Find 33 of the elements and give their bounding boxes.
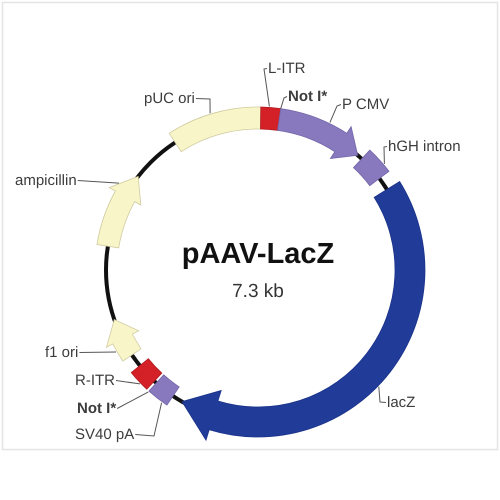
leader-line — [134, 402, 162, 437]
leader-line — [77, 180, 120, 184]
feature-label: SV40 pA — [75, 426, 134, 443]
feature-label: P CMV — [342, 96, 390, 113]
feature-label: Not I* — [288, 88, 328, 105]
leader-line — [195, 98, 211, 114]
origin-segment — [168, 106, 262, 152]
polya-segment — [148, 374, 180, 406]
feature-label: f1 ori — [45, 344, 78, 361]
feature-label: hGH intron — [388, 138, 461, 155]
plasmid-name: pAAV-LacZ — [182, 238, 334, 271]
resistance-feature — [96, 176, 142, 248]
leader-line — [78, 352, 116, 353]
leader-line — [263, 68, 270, 107]
leader-line — [378, 386, 386, 403]
leader-line — [329, 104, 342, 124]
leader-line — [116, 391, 149, 409]
leader-line — [280, 96, 288, 110]
promoter-feature — [277, 108, 358, 159]
feature-label: L-ITR — [268, 60, 306, 77]
feature-label: ampicillin — [15, 172, 77, 189]
leader-line — [116, 380, 140, 384]
origin-feature — [106, 319, 142, 362]
intron-segment — [353, 150, 390, 186]
feature-label: Not I* — [77, 400, 116, 417]
plasmid-size: 7.3 kb — [232, 281, 284, 303]
itr-segment — [130, 358, 162, 390]
feature-label: lacZ — [387, 394, 416, 411]
feature-label: pUC ori — [144, 90, 195, 107]
gene-feature — [182, 181, 426, 441]
feature-label: R-ITR — [75, 372, 115, 389]
itr-segment — [260, 106, 282, 131]
leader-line — [383, 146, 388, 164]
